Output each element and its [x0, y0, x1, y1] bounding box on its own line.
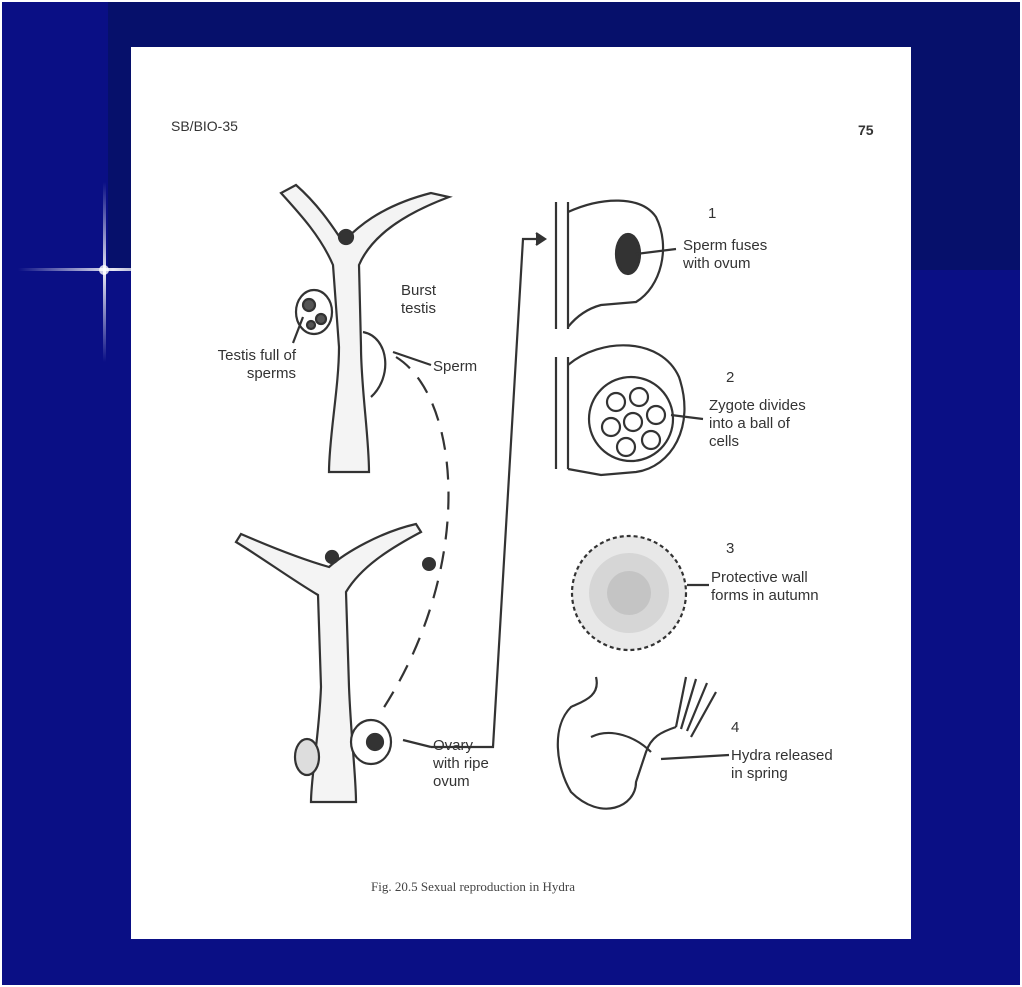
- hydra-diagram: [131, 47, 911, 939]
- step2-figure: [556, 345, 684, 475]
- background-left-band: [0, 0, 108, 987]
- label-sperm: Sperm: [433, 358, 477, 376]
- step3-label: Protective wall forms in autumn: [711, 569, 821, 605]
- step1-number: 1: [708, 205, 716, 223]
- step2-number: 2: [726, 369, 734, 387]
- step4-label: Hydra released in spring: [731, 747, 841, 783]
- hydra-male: [281, 185, 449, 472]
- label-burst-testis: Burst testis: [401, 282, 461, 318]
- header-code: SB/BIO-35: [171, 117, 238, 135]
- hydra-female: [236, 524, 421, 802]
- figure-caption: Fig. 20.5 Sexual reproduction in Hydra: [371, 879, 575, 895]
- step4-figure: [558, 677, 716, 809]
- page-number: 75: [858, 121, 874, 139]
- step3-figure: [572, 536, 686, 650]
- step1-figure: [556, 201, 663, 329]
- step4-number: 4: [731, 719, 739, 737]
- diagram-card: SB/BIO-35 75 Testis full of sperms Burst…: [131, 47, 911, 939]
- step3-number: 3: [726, 540, 734, 558]
- step1-label: Sperm fuses with ovum: [683, 237, 793, 273]
- label-testis: Testis full of sperms: [216, 347, 296, 383]
- label-ovary: Ovary with ripe ovum: [433, 737, 503, 791]
- step2-label: Zygote divides into a ball of cells: [709, 397, 819, 451]
